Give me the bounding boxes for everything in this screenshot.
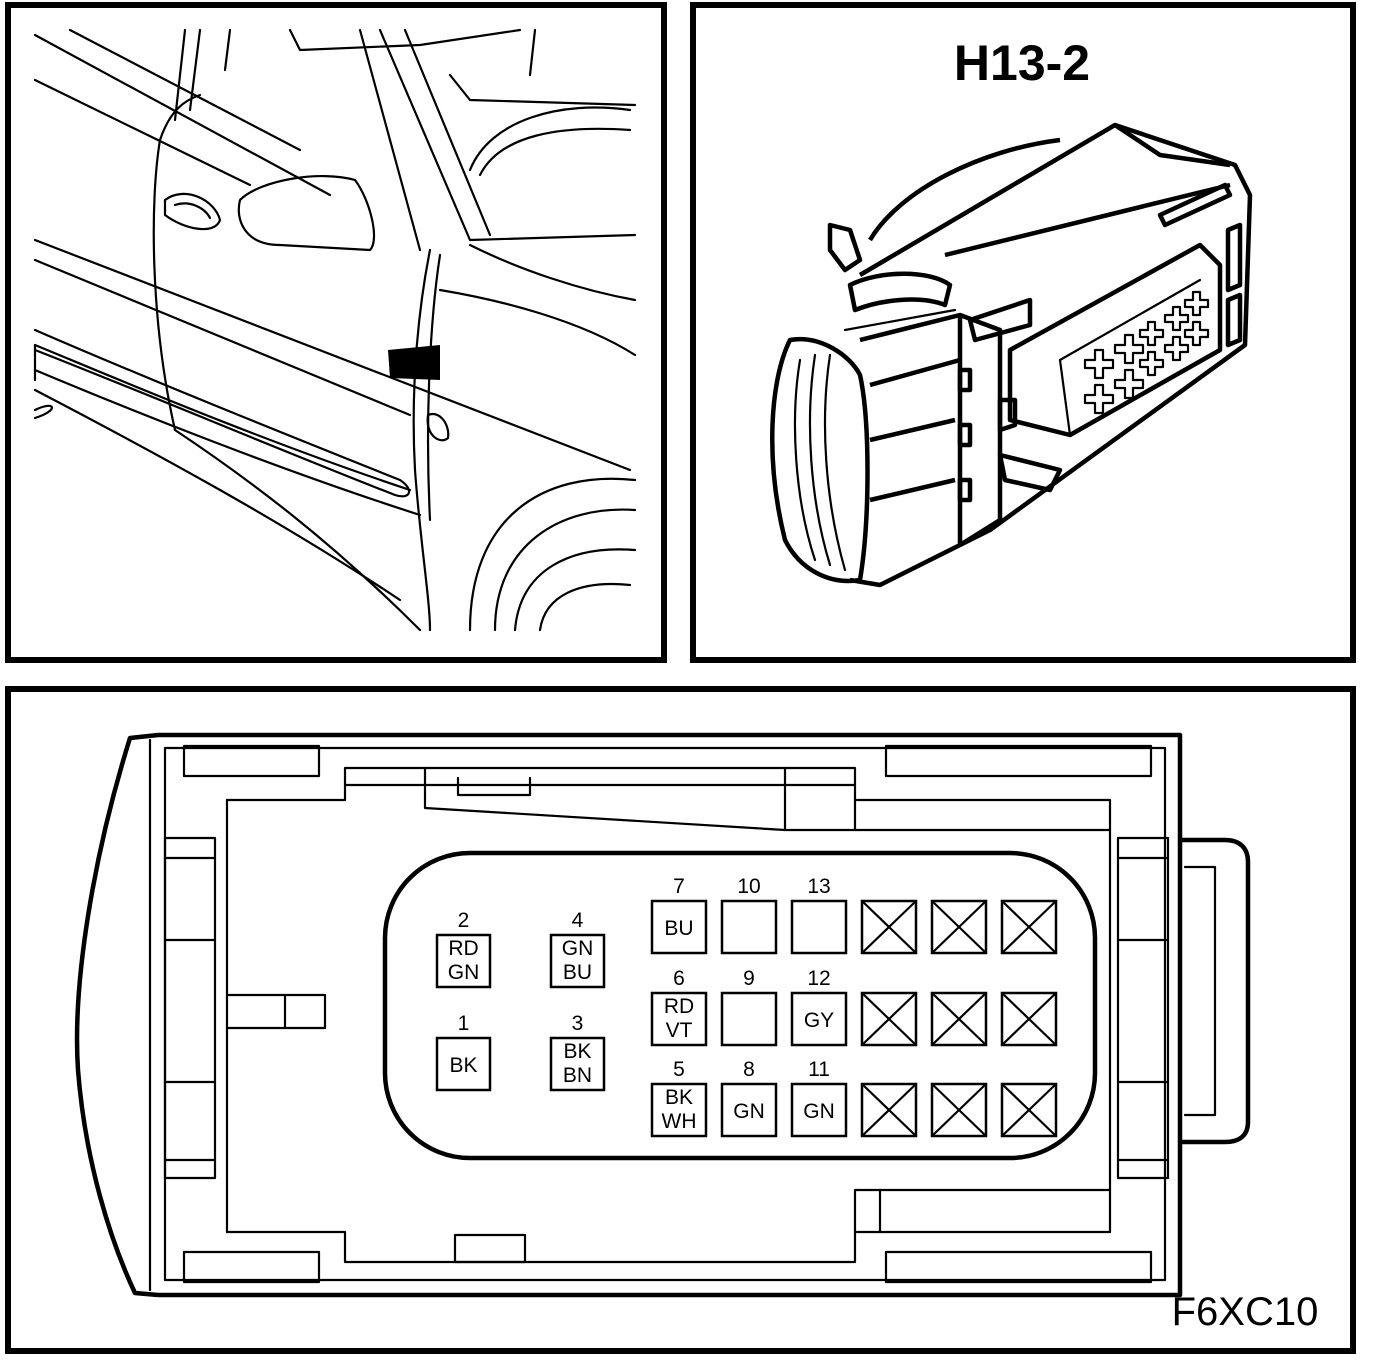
blocked-cavity	[860, 991, 918, 1047]
wire-color-label: GN	[803, 1100, 835, 1123]
pin-cavity	[790, 1082, 848, 1138]
pinout-panel: 2RDGN1BK4GNBU3BKBN7BU6RDVT5BKWH1098GN131…	[5, 686, 1356, 1354]
pin-cavity	[650, 1082, 708, 1138]
pin-number: 1	[458, 1012, 470, 1035]
pin-cavity	[790, 899, 848, 955]
connector-face-drawing	[74, 732, 1251, 1298]
pin-number: 2	[458, 909, 470, 932]
blocked-cavity	[860, 899, 918, 955]
pin-cavity	[720, 1082, 778, 1138]
wire-color-label: RD	[664, 995, 694, 1018]
figure-code: F6XC10	[1172, 1290, 1319, 1334]
pin-number: 9	[743, 967, 755, 990]
wire-color-label: GN	[448, 961, 480, 984]
wire-color-label: BU	[563, 961, 592, 984]
vehicle-location-panel	[5, 2, 667, 663]
wire-color-label: BK	[449, 1054, 477, 1077]
blocked-cavity	[930, 991, 988, 1047]
wire-color-label: VT	[666, 1019, 693, 1042]
wire-color-label: GN	[733, 1100, 765, 1123]
pin-number: 11	[808, 1058, 830, 1081]
blocked-cavity	[1000, 991, 1058, 1047]
pin-number: 4	[572, 909, 584, 932]
pin-number: 3	[572, 1012, 584, 1035]
blocked-cavity	[1000, 899, 1058, 955]
pin-13: 13	[790, 875, 848, 955]
wire-color-label: BN	[563, 1064, 592, 1087]
pin-1: 1BK	[435, 1012, 492, 1092]
wire-color-label: BK	[563, 1040, 591, 1063]
wire-color-label: GN	[562, 937, 594, 960]
blocked-cavity	[860, 1082, 918, 1138]
blocked-cavity	[1000, 1082, 1058, 1138]
pin-cavity	[720, 991, 778, 1047]
wire-color-label: WH	[662, 1110, 697, 1133]
pin-8: 8GN	[720, 1058, 778, 1138]
pin-number: 5	[673, 1058, 685, 1081]
pin-number: 7	[673, 875, 685, 898]
blocked-cavities	[860, 899, 1058, 1138]
pin-10: 10	[720, 875, 778, 955]
pin-cavity	[549, 933, 606, 989]
pin-7: 7BU	[650, 875, 708, 955]
wire-color-label: RD	[448, 937, 478, 960]
connector-3d-illustration	[770, 122, 1253, 588]
connector-location-marker	[388, 345, 440, 380]
pin-cavity	[720, 899, 778, 955]
car-door-illustration	[33, 28, 637, 632]
pin-9: 9	[720, 967, 778, 1047]
pin-number: 6	[673, 967, 685, 990]
blocked-cavity	[930, 899, 988, 955]
pin-cavity	[549, 1036, 606, 1092]
wire-color-label: GY	[804, 1009, 834, 1032]
pin-cavity	[650, 899, 708, 955]
pin-cavity	[435, 933, 492, 989]
wire-color-label: BU	[664, 917, 693, 940]
pin-cavity	[790, 991, 848, 1047]
pin-number: 8	[743, 1058, 755, 1081]
pin-number: 13	[807, 875, 830, 898]
pin-cavity	[435, 1036, 492, 1092]
connector-cavity-grid	[1083, 290, 1210, 415]
pin-cavity	[650, 991, 708, 1047]
pin-cavities: 2RDGN1BK4GNBU3BKBN7BU6RDVT5BKWH1098GN131…	[435, 875, 848, 1138]
connector-id-title: H13-2	[954, 35, 1090, 91]
pin-number: 10	[737, 875, 760, 898]
pin-number: 12	[807, 967, 830, 990]
connector-view-panel: H13-2	[690, 2, 1356, 663]
wire-color-label: BK	[665, 1086, 693, 1109]
blocked-cavity	[930, 1082, 988, 1138]
